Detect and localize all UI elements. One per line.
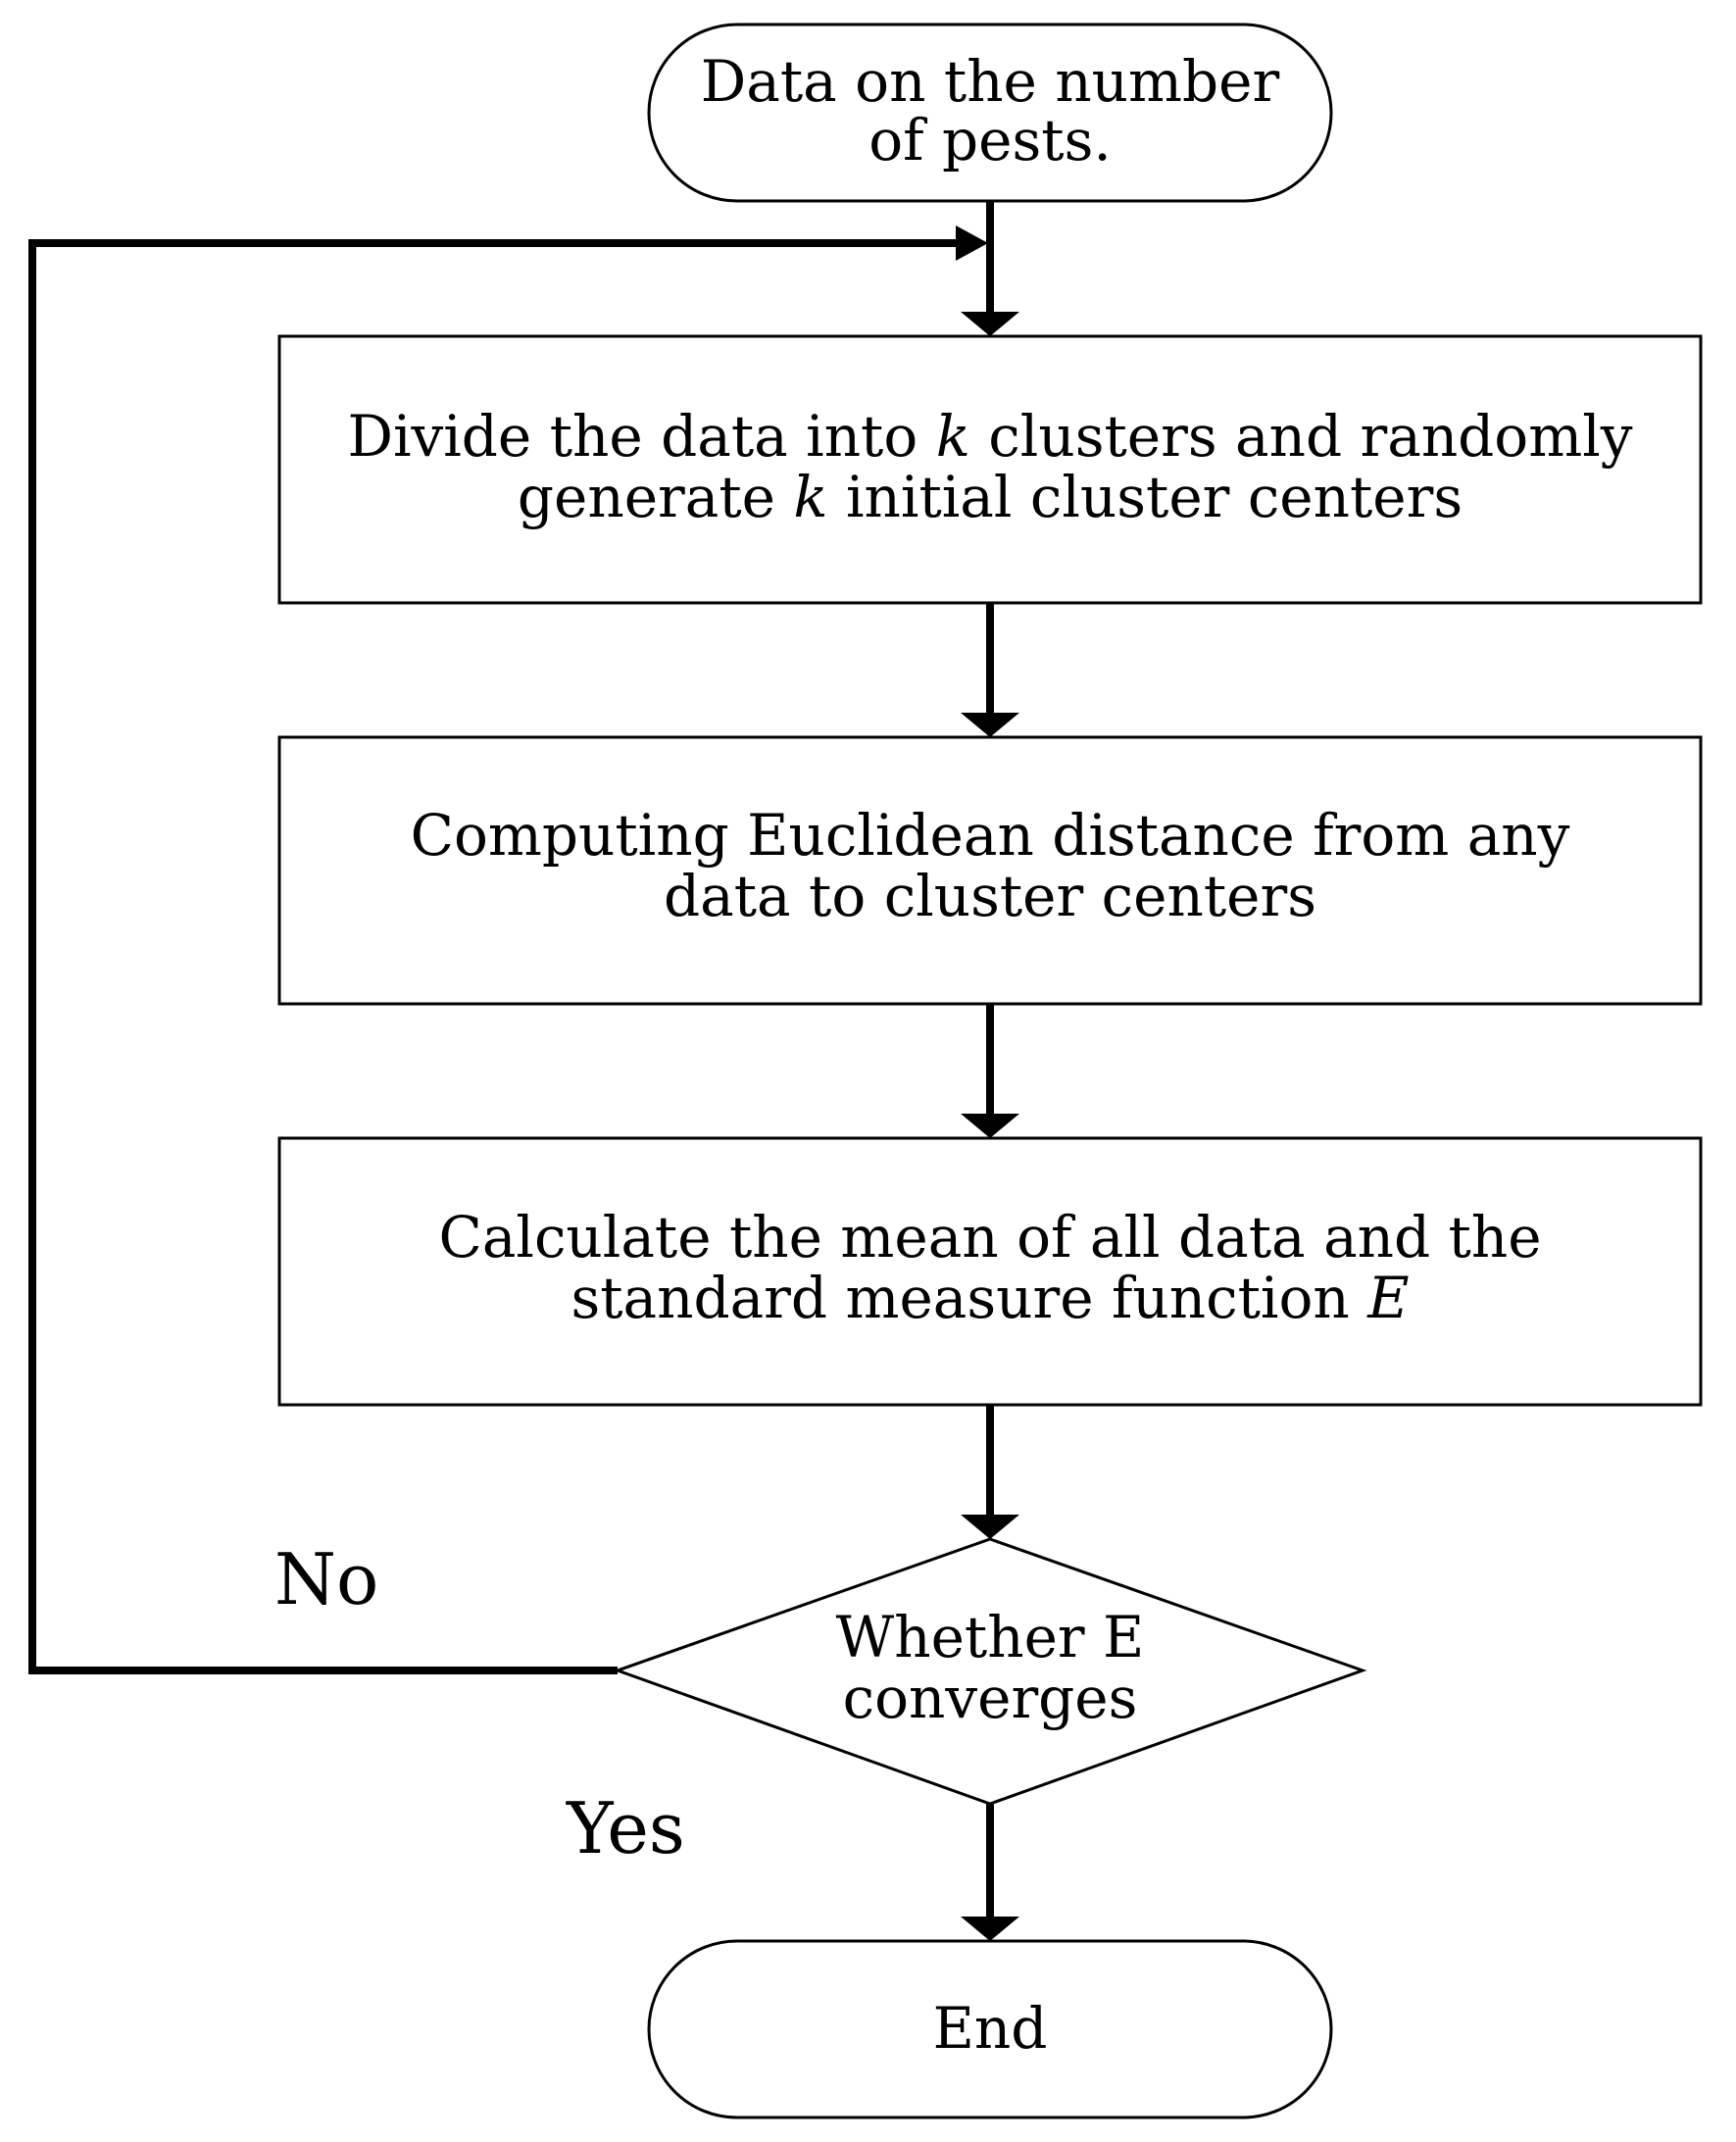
distance-label-line1: Computing Euclidean distance from any (411, 802, 1570, 869)
arrowhead-no-loop (956, 225, 988, 261)
edge-label-yes: Yes (566, 1787, 685, 1869)
start-label-line1: Data on the number (701, 48, 1280, 115)
process-distance (277, 735, 1703, 1006)
end-label: End (933, 1995, 1048, 2062)
divide-label-line1: Divide the data into k clusters and rand… (347, 403, 1632, 470)
process-divide (277, 334, 1703, 605)
decision-label-line2: converges (843, 1665, 1138, 1731)
distance-label-line2: data to cluster centers (664, 863, 1316, 929)
divide-label-line2: generate k initial cluster centers (518, 464, 1463, 530)
arrowhead-into-decision (961, 1515, 1019, 1539)
mean-label-line2: standard measure function E (570, 1265, 1409, 1331)
start-terminal (647, 23, 1333, 203)
decision-converges (613, 1537, 1367, 1806)
decision-label-line1: Whether E (836, 1604, 1145, 1670)
connector-no-loop (28, 239, 956, 1674)
start-label-line2: of pests. (868, 107, 1112, 174)
end-terminal (647, 1939, 1333, 2119)
arrowhead-into-mean (961, 1114, 1019, 1138)
process-mean (277, 1136, 1703, 1407)
mean-label-line1: Calculate the mean of all data and the (438, 1204, 1541, 1270)
arrowhead-into-distance (961, 713, 1019, 737)
edge-label-no: No (274, 1538, 378, 1620)
arrowhead-into-divide (961, 312, 1019, 336)
arrowhead-into-end (961, 1917, 1019, 1941)
